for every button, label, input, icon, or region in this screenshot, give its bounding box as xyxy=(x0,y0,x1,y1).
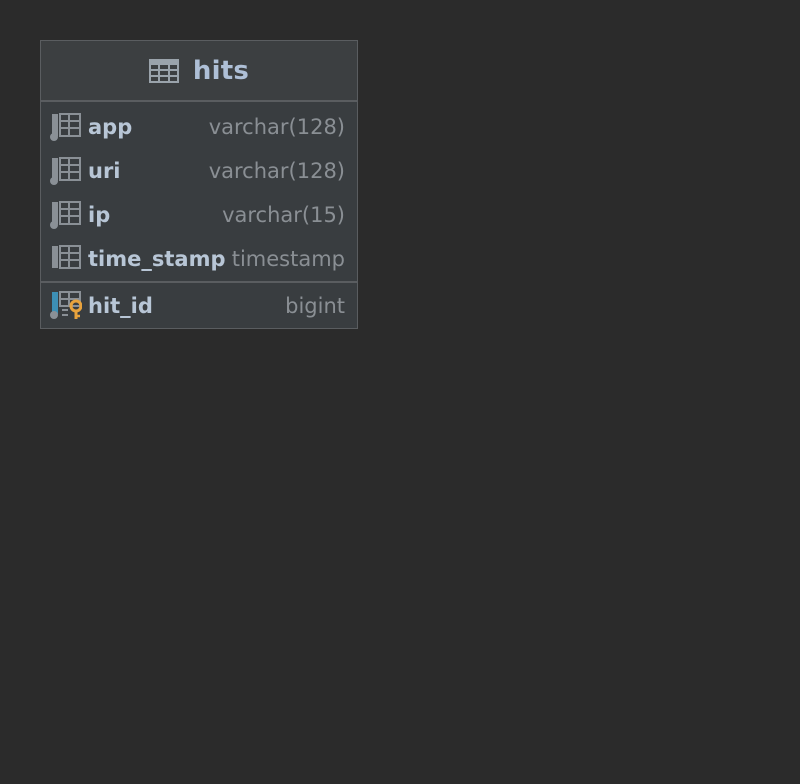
column-name: ip xyxy=(88,203,111,227)
column-type: varchar(128) xyxy=(208,115,345,139)
column-nullable-icon xyxy=(50,113,81,141)
column-list: app varchar(128) uri varchar(128) xyxy=(41,102,357,281)
column-name: time_stamp xyxy=(88,247,226,271)
column-type: timestamp xyxy=(231,247,345,271)
primary-key-column-icon xyxy=(50,291,82,319)
column-row-time-stamp[interactable]: time_stamp timestamp xyxy=(41,237,357,281)
column-type: varchar(128) xyxy=(208,159,345,183)
column-row-ip[interactable]: ip varchar(15) xyxy=(41,193,357,237)
column-row-app[interactable]: app varchar(128) xyxy=(41,105,357,149)
primary-key-list: hit_id bigint xyxy=(41,283,357,328)
table-header[interactable]: hits xyxy=(41,41,357,102)
column-icon xyxy=(52,245,81,269)
column-row-uri[interactable]: uri varchar(128) xyxy=(41,149,357,193)
column-name: app xyxy=(88,115,133,139)
column-type: varchar(15) xyxy=(222,203,345,227)
table-name: hits xyxy=(192,55,250,86)
table-hits[interactable]: hits app varchar(128) u xyxy=(40,40,358,329)
primary-key-divider xyxy=(41,281,357,283)
column-row-hit-id[interactable]: hit_id bigint xyxy=(41,283,357,328)
column-nullable-icon xyxy=(50,201,81,229)
column-name: uri xyxy=(88,159,121,183)
column-name: hit_id xyxy=(88,293,153,318)
table-icon xyxy=(148,58,179,83)
column-nullable-icon xyxy=(50,157,81,185)
column-type: bigint xyxy=(285,293,345,318)
